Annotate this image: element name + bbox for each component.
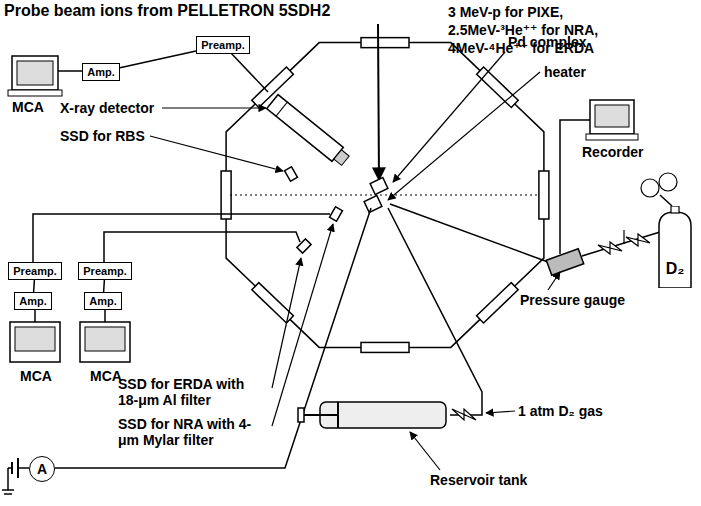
node-text: Preamp. <box>83 265 126 278</box>
node-text: Preamp. <box>201 39 244 52</box>
port-flange <box>477 67 519 107</box>
amplifier-box: Amp. <box>14 292 52 310</box>
port-flange <box>252 283 294 323</box>
amplifier-box: Amp. <box>84 292 122 310</box>
part-label: heater <box>544 64 586 80</box>
part-label: Pressure gauge <box>520 292 625 308</box>
part-label: SSD for RBS <box>60 128 145 144</box>
node-text: Amp. <box>19 295 47 308</box>
node-text: Amp. <box>89 295 117 308</box>
preamp-box: Preamp. <box>196 36 250 54</box>
signal-cable <box>33 280 35 292</box>
port-flange <box>221 171 231 219</box>
preamp-box: Preamp. <box>78 262 132 280</box>
node-text: D₂ <box>666 260 685 278</box>
part-label: MCA <box>20 368 52 384</box>
ammeter: A <box>29 456 55 482</box>
amplifier-box: Amp. <box>82 63 120 81</box>
port-flange <box>361 342 409 352</box>
node-text: A <box>37 463 47 476</box>
part-label: 3 MeV-p for PIXE, <box>448 4 563 20</box>
part-label: SSD for ERDA with 18-μm Al filter <box>118 376 268 408</box>
part-label: SSD for NRA with 4-μm Mylar filter <box>118 416 268 448</box>
preamp-box: Preamp. <box>8 262 62 280</box>
part-label: X-ray detector <box>60 100 154 116</box>
port-flange <box>539 171 549 219</box>
part-label: Recorder <box>582 144 643 160</box>
signal-cable <box>120 51 196 68</box>
part-label: Pd complex <box>508 34 587 50</box>
part-label: MCA <box>12 99 44 115</box>
part-label: Reservoir tank <box>430 472 527 488</box>
signal-cable <box>103 280 105 292</box>
node-text: Amp. <box>87 66 115 79</box>
port-flange <box>361 38 409 48</box>
chamber-wall <box>226 43 544 348</box>
node-text: Preamp. <box>13 265 56 278</box>
diagram-title: Probe beam ions from PELLETRON 5SDH2 <box>4 2 330 20</box>
gas-cylinder: D₂ <box>655 206 695 288</box>
port-flange <box>477 283 519 323</box>
part-label: MCA <box>90 368 122 384</box>
part-label: 1 atm D₂ gas <box>518 403 603 419</box>
